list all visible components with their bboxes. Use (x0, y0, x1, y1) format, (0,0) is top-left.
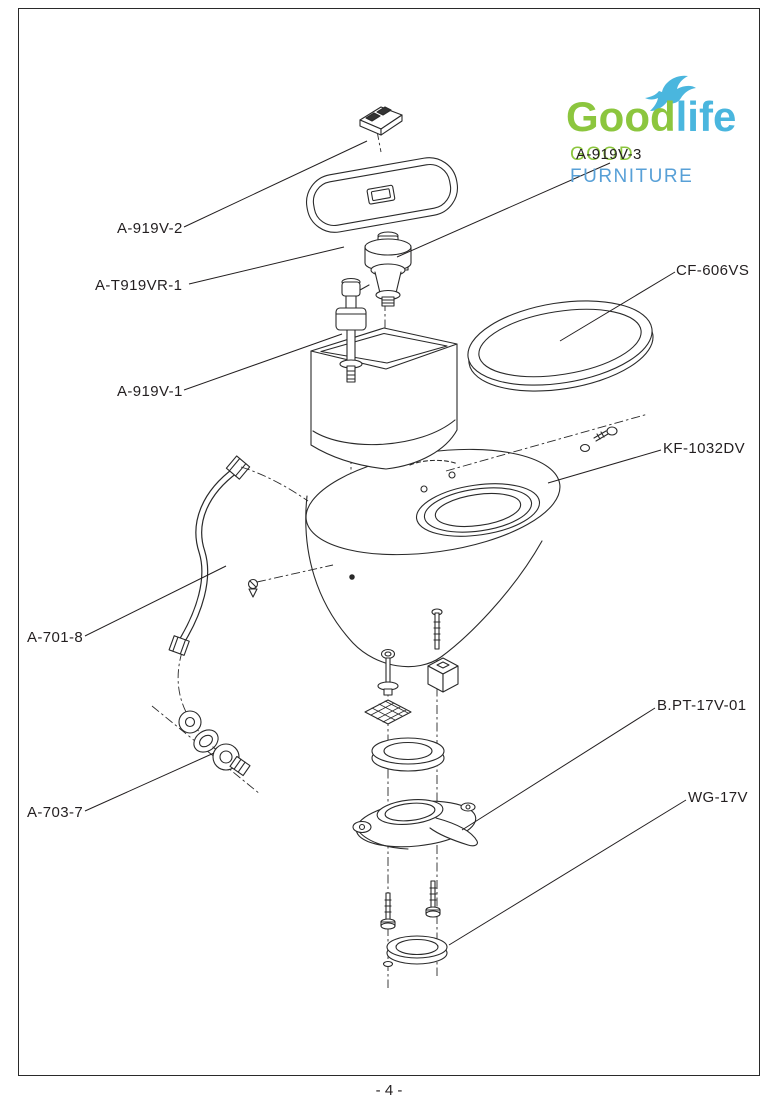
tank-screw (247, 578, 259, 598)
part-label-a-919v-3: A-919V-3 (576, 146, 642, 163)
part-label-kf-1032dv: KF-1032DV (663, 440, 745, 457)
toilet-seat (467, 300, 654, 392)
leader-kf-1032dv (547, 449, 662, 484)
seat-screws (579, 426, 618, 453)
logo-word-blue: life (675, 93, 737, 140)
leader-a-919v-2 (183, 140, 368, 228)
part-label-a-703-7: A-703-7 (27, 804, 84, 821)
leader-b-pt-17v-01 (461, 707, 656, 831)
page-border (18, 8, 760, 1076)
part-label-cf-606vs: CF-606VS (676, 262, 750, 279)
toilet-bowl (305, 448, 561, 668)
floor-bolt-left (380, 892, 396, 968)
leader-cf-606vs (559, 271, 676, 342)
logo-tagline-left: GOOD (570, 144, 635, 165)
part-label-b-pt-17v-01: B.PT-17V-01 (657, 697, 747, 714)
toilet-flange (352, 799, 478, 850)
logo-tagline: GOOD FURNITURE (570, 144, 760, 188)
brand-logo: Goodlife GOOD FURNITURE (556, 70, 760, 187)
escutcheon (178, 710, 202, 734)
leader-a-701-8 (84, 565, 227, 637)
part-label-a-919v-1: A-919V-1 (117, 383, 183, 400)
page-number: - 4 - (375, 1082, 403, 1099)
leader-a-919v-3 (396, 162, 611, 258)
part-label-a-919v-2: A-919V-2 (117, 220, 183, 237)
floor-bolt-top (431, 608, 443, 650)
leader-a-703-7 (84, 752, 215, 812)
part-label-a-701-8: A-701-8 (27, 629, 84, 646)
supply-hose (168, 455, 251, 656)
logo-tagline-right: FURNITURE (570, 166, 694, 187)
wax-ring (386, 935, 448, 965)
bolt-with-washer (377, 648, 399, 696)
part-label-wg-17v: WG-17V (688, 789, 748, 806)
angle-valve (193, 729, 251, 777)
fill-valve (335, 277, 370, 383)
hose-nut-bottom (168, 635, 190, 656)
overlay-guide-lines (240, 413, 649, 583)
logo-word-green: Good (566, 93, 676, 140)
mounting-bracket (427, 657, 459, 693)
flush-valve (364, 231, 412, 307)
part-label-a-t919vr-1: A-T919VR-1 (95, 277, 183, 294)
mesh-plate (364, 699, 412, 725)
leader-a-t919vr-1 (188, 246, 345, 285)
flange-gasket (371, 737, 445, 772)
leader-wg-17v (448, 799, 687, 946)
hummingbird-icon (645, 75, 696, 111)
leader-a-919v-1 (183, 333, 343, 391)
flush-button (359, 106, 403, 136)
hose-nut-top (225, 455, 251, 480)
leader-lines (84, 140, 687, 946)
logo-wordmark: Goodlife (566, 96, 736, 138)
tank-lid (306, 157, 458, 233)
